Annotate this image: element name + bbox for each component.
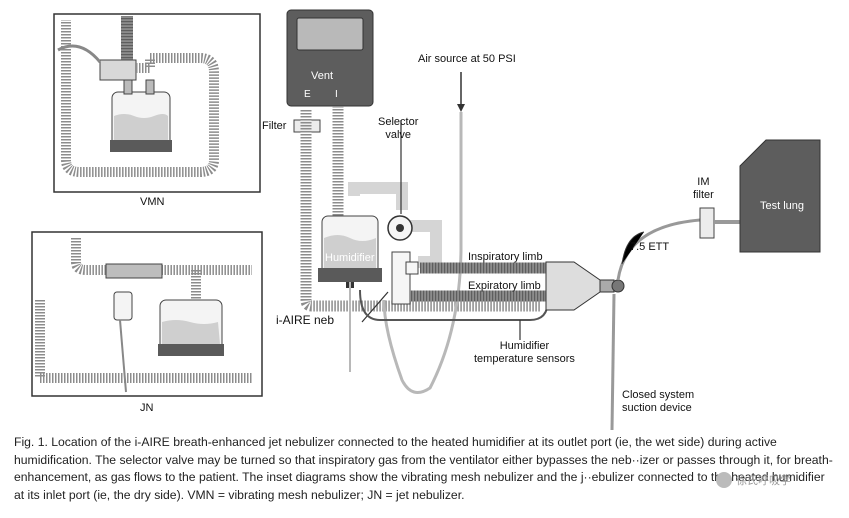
suction-line bbox=[610, 293, 616, 431]
test-lung bbox=[739, 139, 821, 253]
i-aire-neb-label: i-AIRE neb bbox=[276, 313, 335, 327]
diagram: Vent E I Filter Air source at 50 PSI Sel… bbox=[31, 9, 821, 431]
vent-e-label: E bbox=[304, 89, 311, 100]
im-filter-label: IM filter bbox=[693, 176, 714, 201]
expiratory-limb-label: Expiratory limb bbox=[468, 280, 541, 292]
ventilator bbox=[286, 9, 374, 107]
humidifier bbox=[318, 215, 382, 288]
diagram-svg bbox=[31, 9, 821, 431]
watermark-icon bbox=[716, 472, 732, 488]
vmn-label: VMN bbox=[140, 196, 165, 208]
watermark: 徐氏呼吸学 bbox=[716, 472, 791, 488]
i-aire-nebulizer bbox=[391, 251, 411, 305]
expiratory-tube bbox=[300, 110, 540, 312]
vent-label: Vent bbox=[311, 70, 334, 82]
closed-suction-label: Closed system suction device bbox=[622, 389, 695, 414]
y-piece bbox=[545, 261, 625, 311]
test-lung-label: Test lung bbox=[760, 200, 805, 212]
air-source-label: Air source at 50 PSI bbox=[418, 53, 516, 65]
humidifier-label: Humidifier bbox=[325, 252, 375, 264]
vent-i-label: I bbox=[335, 89, 338, 100]
selector-valve-label: Selector valve bbox=[378, 116, 419, 141]
im-filter bbox=[699, 207, 715, 239]
ett bbox=[616, 218, 701, 281]
temp-sensors-label: Humidifier temperature sensors bbox=[474, 340, 575, 365]
figure-caption: Fig. 1. Location of the i-AIRE breath-en… bbox=[14, 435, 833, 502]
watermark-text: 徐氏呼吸学 bbox=[736, 475, 791, 487]
vmn-inset bbox=[53, 13, 261, 193]
selector-valve bbox=[348, 120, 442, 268]
inspiratory-limb-label: Inspiratory limb bbox=[468, 251, 543, 263]
ett-label: 7.5 ETT bbox=[630, 241, 670, 253]
jn-inset bbox=[31, 231, 263, 397]
jn-label: JN bbox=[140, 402, 154, 414]
filter-label: Filter bbox=[262, 120, 287, 132]
